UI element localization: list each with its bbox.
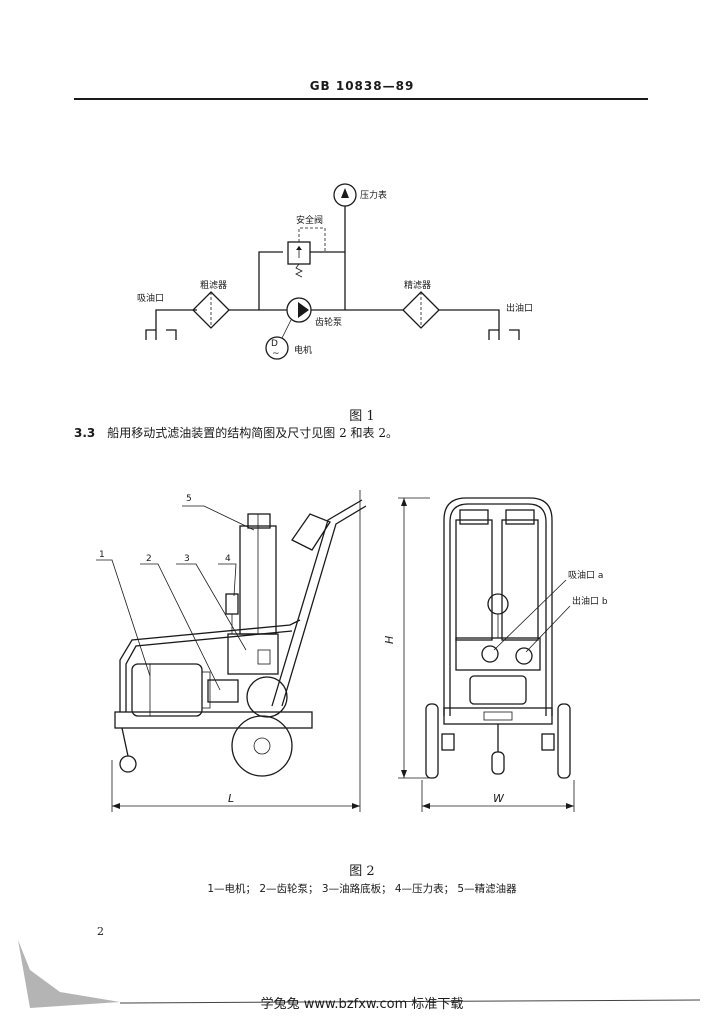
label-safety-valve: 安全阀	[296, 214, 323, 226]
header-title: GB 10838—89	[309, 79, 415, 93]
callout-3: 3	[184, 554, 190, 564]
label-pressure-gauge: 压力表	[360, 189, 387, 201]
label-gear-pump: 齿轮泵	[315, 316, 342, 328]
label-fine-filter: 精滤器	[404, 279, 431, 291]
fine-filter-symbol	[402, 291, 440, 329]
label-coarse-filter: 粗滤器	[200, 279, 227, 291]
page-number: 2	[97, 925, 104, 938]
callout-1: 1	[99, 550, 105, 560]
callout-5: 5	[186, 494, 192, 504]
section-paragraph: 3.3 船用移动式滤油装置的结构简图及尺寸见图 2 和表 2。	[74, 424, 398, 441]
pressure-gauge-symbol	[333, 183, 357, 207]
dim-width-label: W	[493, 792, 505, 805]
callout-2: 2	[146, 554, 152, 564]
watermark-footer: 学兔兔 www.bzfxw.com 标准下载	[260, 997, 464, 1012]
label-outlet: 出油口	[506, 302, 533, 314]
dim-height-label: H	[383, 636, 396, 644]
section-text: 船用移动式滤油装置的结构简图及尺寸见图 2 和表 2。	[107, 426, 398, 440]
side-view	[96, 490, 367, 812]
figure2-drawing: 1 2 3 4 5 L	[96, 490, 608, 812]
inlet-line	[155, 309, 197, 340]
front-view	[398, 497, 575, 812]
label-inlet-a: 吸油口 a	[568, 569, 603, 581]
safety-valve-symbol	[287, 227, 326, 278]
scan-shadow	[18, 940, 701, 1008]
inlet-tank-left	[145, 329, 156, 340]
label-inlet: 吸油口	[137, 292, 164, 304]
dim-length-label: L	[228, 792, 234, 805]
motor-symbol-letter: D	[271, 339, 278, 349]
motor-ac-mark: ~	[272, 349, 280, 359]
inlet-tank-right	[166, 329, 177, 340]
figure2-caption: 图 2	[349, 864, 375, 879]
figure1-schematic: D ~ 压力表 安全阀 粗滤器 精滤器 吸油口 出油口 齿轮泵 电机	[137, 183, 533, 360]
coarse-filter-symbol	[192, 291, 230, 329]
label-outlet-b: 出油口 b	[572, 595, 608, 607]
figure2-legend: 1—电机； 2—齿轮泵； 3—油路底板； 4—压力表； 5—精滤油器	[207, 883, 517, 895]
motor-symbol	[265, 336, 289, 360]
section-number: 3.3	[74, 426, 96, 440]
label-motor: 电机	[294, 344, 312, 356]
callout-4: 4	[225, 554, 231, 564]
header-rule	[74, 98, 648, 100]
figure1-caption: 图 1	[349, 409, 375, 424]
